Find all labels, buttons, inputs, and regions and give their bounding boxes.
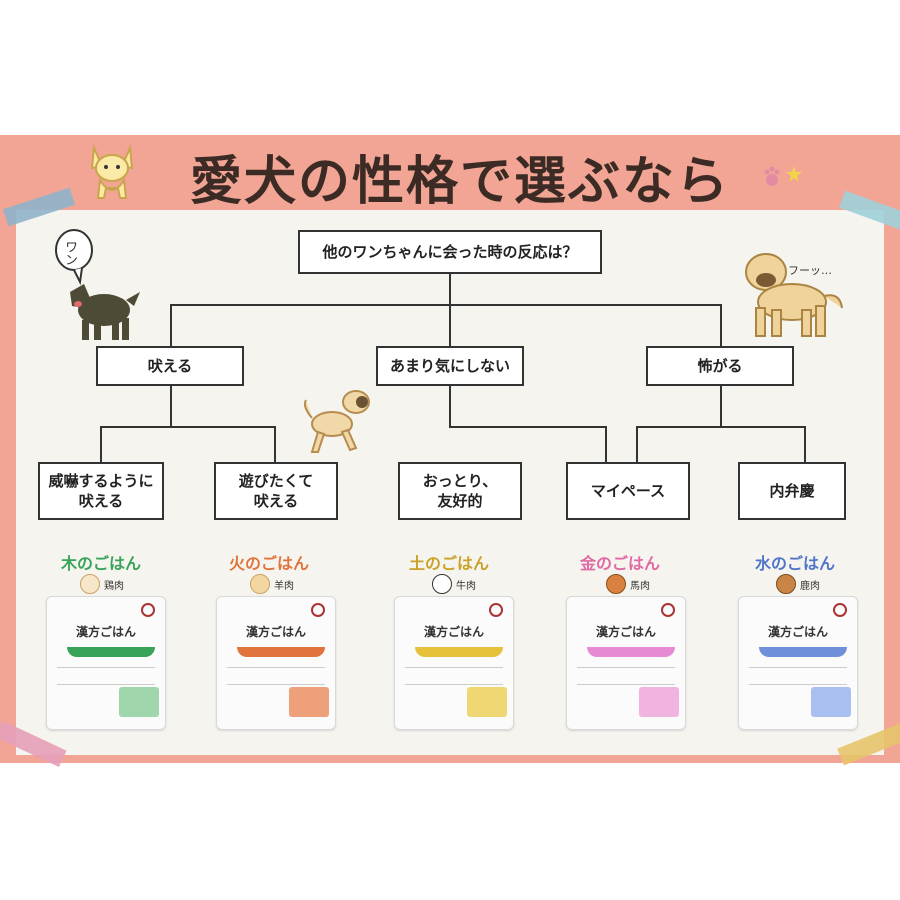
meat-label: 馬肉	[606, 574, 650, 594]
product-name: 土のごはん	[408, 554, 489, 573]
bowl-band	[237, 647, 325, 657]
bowl-band	[415, 647, 503, 657]
connector	[449, 386, 451, 428]
deer-icon	[776, 574, 796, 594]
seal-icon	[661, 603, 675, 617]
connector	[170, 386, 172, 426]
type-box: 威嚇するように 吠える	[38, 462, 164, 520]
question-box: 他のワンちゃんに会った時の反応は？	[298, 230, 602, 274]
package-label	[289, 687, 329, 717]
product-name: 火のごはん	[228, 554, 309, 573]
package-text	[577, 667, 675, 685]
type-box: 遊びたくて 吠える	[214, 462, 338, 520]
connector	[449, 426, 607, 428]
seal-icon	[489, 603, 503, 617]
product-name: 金のごはん	[579, 554, 660, 573]
package-text	[57, 667, 155, 685]
connector	[720, 386, 722, 426]
answer-box-indifferent: あまり気にしない	[376, 346, 524, 386]
seal-icon	[833, 603, 847, 617]
barking-dog-icon	[70, 284, 140, 340]
playful-dog-icon	[303, 390, 370, 453]
meat-label: 牛肉	[432, 574, 476, 594]
product-package: 漢方ごはん	[394, 596, 514, 730]
connector	[170, 304, 172, 346]
product-package: 漢方ごはん	[46, 596, 166, 730]
answer-box-scared: 怖がる	[646, 346, 794, 386]
connector	[449, 304, 451, 346]
connector	[804, 426, 806, 462]
connector	[449, 272, 451, 304]
bowl-band	[759, 647, 847, 657]
cow-icon	[432, 574, 452, 594]
package-label	[639, 687, 679, 717]
connector	[605, 426, 607, 462]
package-label	[467, 687, 507, 717]
connector	[636, 426, 806, 428]
chicken-icon	[80, 574, 100, 594]
connector	[100, 426, 102, 462]
meat-label: 鶏肉	[80, 574, 124, 594]
bubble-text: フーッ…	[788, 264, 832, 277]
page-title: 愛犬の性格で選ぶなら	[189, 151, 730, 212]
product-package: 漢方ごはん	[738, 596, 858, 730]
bubble-text: ワン	[62, 240, 77, 266]
speech-bubble-icon	[55, 229, 93, 286]
product-name: 木のごはん	[60, 554, 141, 573]
product-package: 漢方ごはん	[216, 596, 336, 730]
bowl-band	[67, 647, 155, 657]
connector	[274, 426, 276, 462]
bowl-band	[587, 647, 675, 657]
type-box: おっとり、 友好的	[398, 462, 522, 520]
package-text	[227, 667, 325, 685]
paw-icon	[764, 166, 802, 186]
meat-label: 鹿肉	[776, 574, 820, 594]
meat-label: 羊肉	[250, 574, 294, 594]
scared-dog-icon	[745, 253, 843, 337]
connector	[100, 426, 276, 428]
package-text	[749, 667, 847, 685]
sheep-icon	[250, 574, 270, 594]
answer-box-bark: 吠える	[96, 346, 244, 386]
type-box: マイペース	[566, 462, 690, 520]
seal-icon	[311, 603, 325, 617]
product-package: 漢方ごはん	[566, 596, 686, 730]
connector	[720, 304, 722, 346]
product-name: 水のごはん	[754, 554, 835, 573]
horse-icon	[606, 574, 626, 594]
seal-icon	[141, 603, 155, 617]
type-box: 内弁慶	[738, 462, 846, 520]
package-label	[811, 687, 851, 717]
connector	[636, 426, 638, 462]
connector	[170, 304, 722, 306]
package-text	[405, 667, 503, 685]
chihuahua-icon	[90, 144, 134, 199]
package-label	[119, 687, 159, 717]
